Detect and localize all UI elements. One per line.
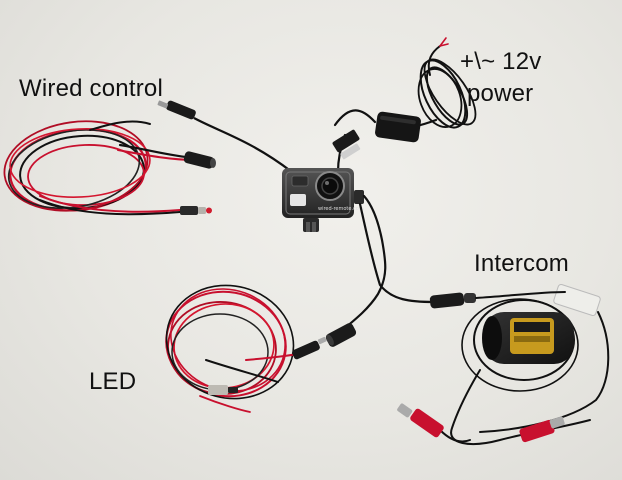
control-cable xyxy=(193,117,293,173)
label-power-voltage: +\~ 12v xyxy=(460,48,542,75)
label-led: LED xyxy=(89,368,137,395)
intercom-unit xyxy=(461,283,601,392)
label-intercom: Intercom xyxy=(474,250,569,277)
power-converter xyxy=(375,111,421,143)
camera-case-text: wired-remote.com xyxy=(318,206,364,212)
dc-jack-led xyxy=(325,323,357,347)
push-button xyxy=(180,206,212,215)
led-bulb xyxy=(208,385,238,395)
label-wired-control: Wired control xyxy=(19,75,163,102)
wired-control-coil xyxy=(3,120,197,216)
camera-connector xyxy=(332,129,361,160)
action-camera xyxy=(282,168,364,232)
label-power: power xyxy=(467,80,534,107)
dc-plug-female xyxy=(183,151,216,169)
led-plug xyxy=(292,336,327,360)
rca-plug-left xyxy=(397,403,444,438)
dc-plug-male xyxy=(157,100,196,120)
rca-plug-right xyxy=(519,416,565,443)
intercom-jack xyxy=(429,292,476,309)
camera-cables xyxy=(338,194,436,334)
